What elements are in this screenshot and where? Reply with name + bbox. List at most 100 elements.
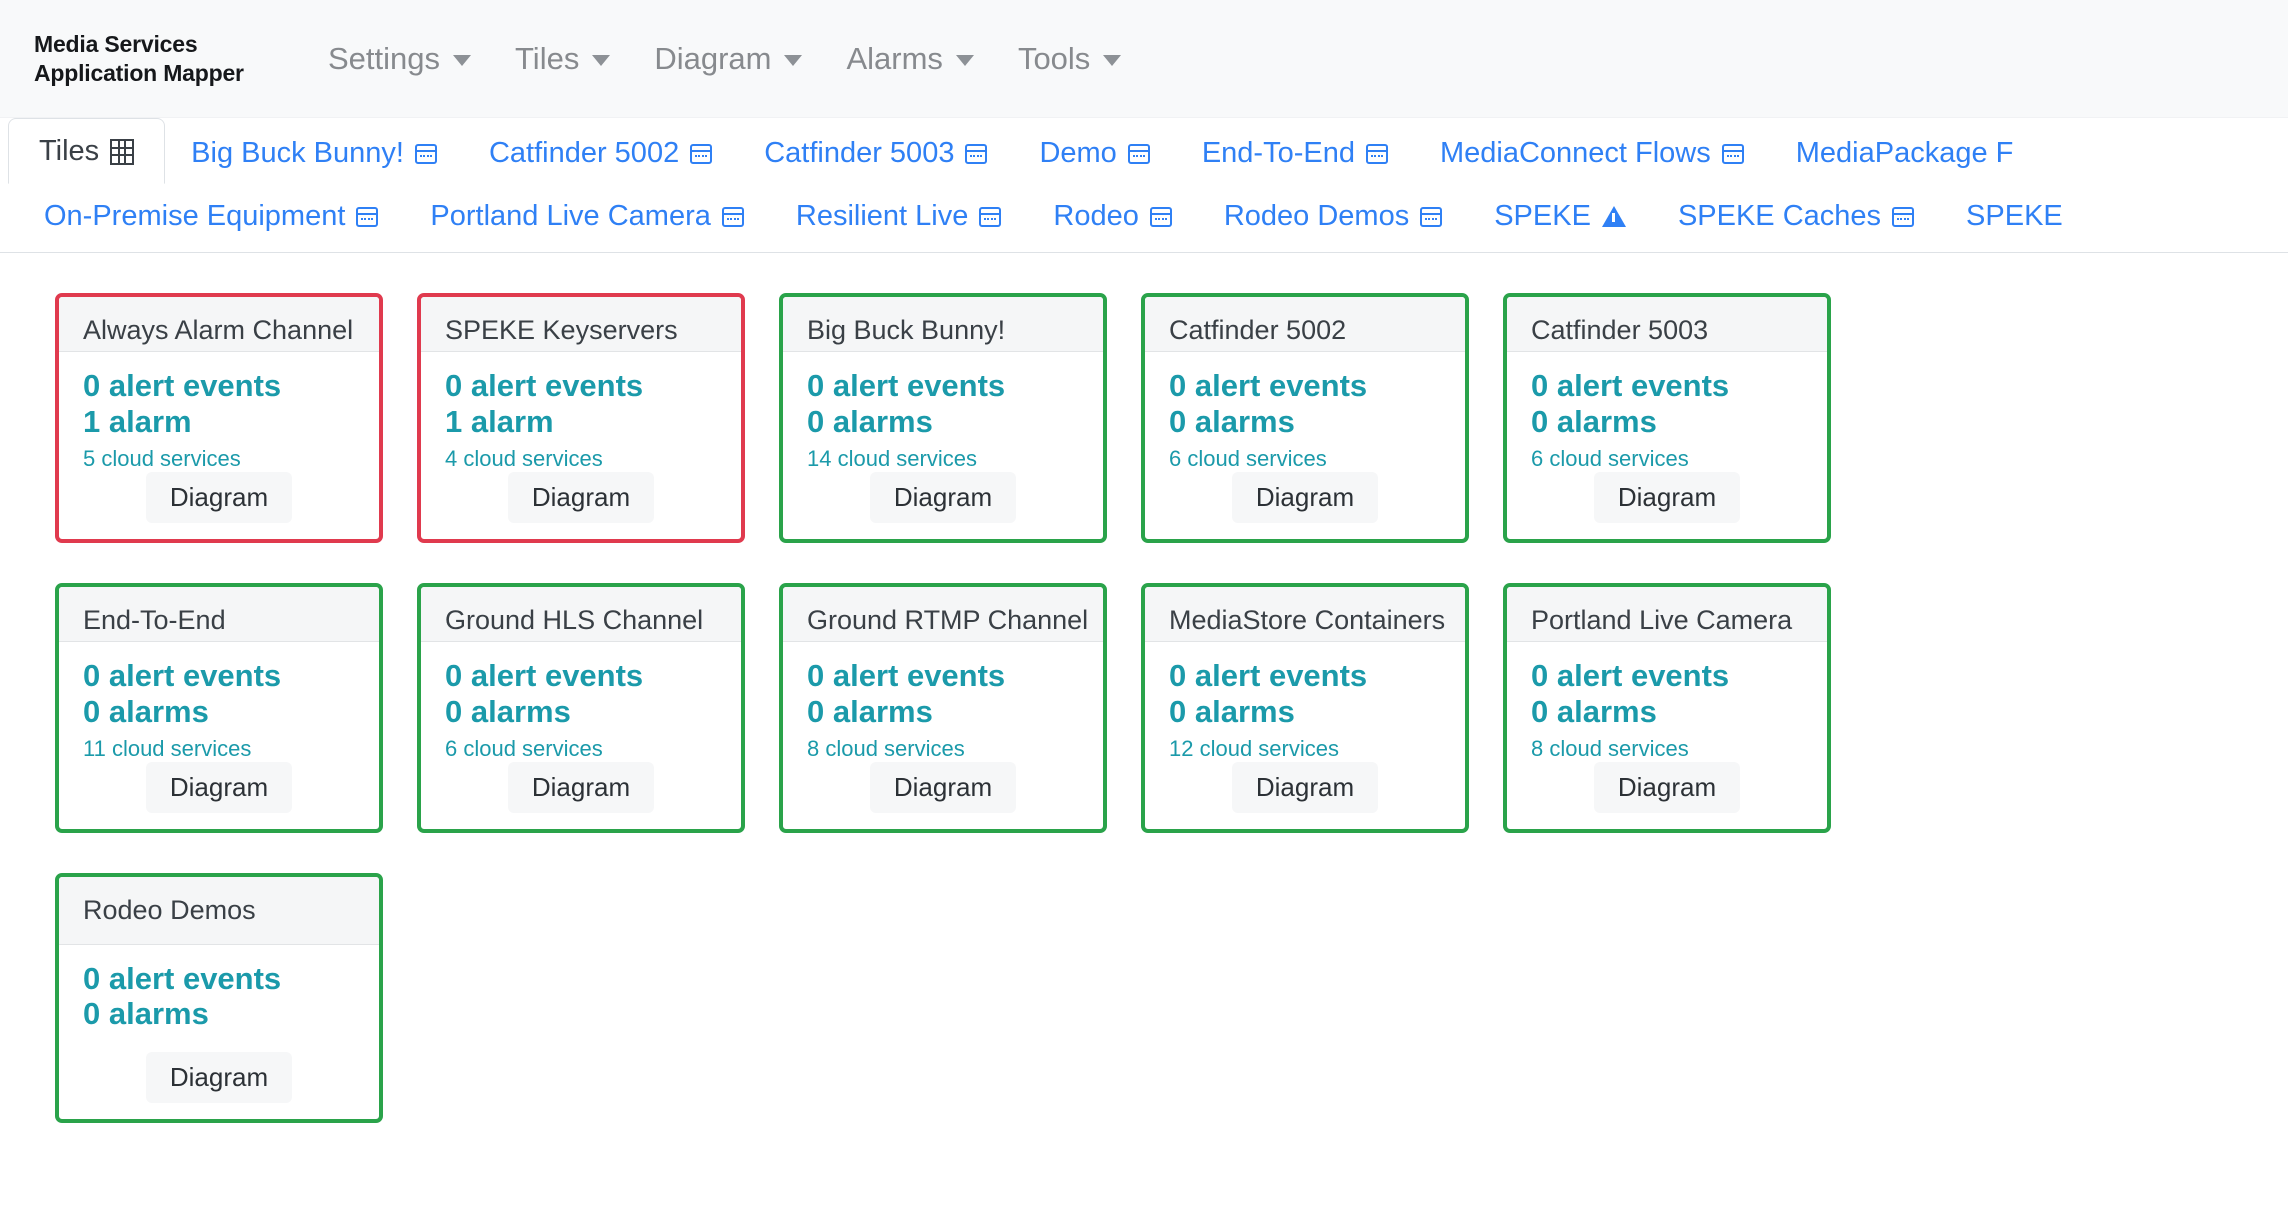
app-brand[interactable]: Media Services Application Mapper bbox=[34, 30, 296, 88]
tab-on-premise-equipment[interactable]: On-Premise Equipment bbox=[18, 187, 404, 246]
diagram-button[interactable]: Diagram bbox=[1593, 762, 1741, 813]
cloud-services-count: 12 cloud services bbox=[1169, 736, 1339, 761]
diagram-button[interactable]: Diagram bbox=[1231, 762, 1379, 813]
diagram-button[interactable]: Diagram bbox=[145, 762, 293, 813]
tab-label: Rodeo Demos bbox=[1223, 200, 1410, 232]
tab-speke-caches[interactable]: SPEKE Caches bbox=[1652, 187, 1940, 246]
diagram-button[interactable]: Diagram bbox=[145, 1052, 293, 1103]
tile-footer: Diagram bbox=[421, 472, 741, 539]
alert-events-count: 0 alert events bbox=[83, 658, 282, 694]
tab-mediapackage-f[interactable]: MediaPackage F bbox=[1770, 124, 2040, 183]
alert-events-count: 0 alert events bbox=[1531, 658, 1730, 694]
tab-tiles[interactable]: Tiles bbox=[8, 118, 166, 184]
tab-catfinder-5003[interactable]: Catfinder 5003 bbox=[738, 124, 1013, 183]
tile-title: Ground HLS Channel bbox=[421, 587, 741, 643]
tile-title: Rodeo Demos bbox=[59, 877, 379, 945]
tab-label: SPEKE bbox=[1494, 200, 1591, 232]
tile-window-icon bbox=[414, 143, 437, 164]
diagram-button[interactable]: Diagram bbox=[507, 762, 655, 813]
tab-speke[interactable]: SPEKE bbox=[1940, 187, 2089, 246]
diagram-button[interactable]: Diagram bbox=[869, 472, 1017, 523]
alarms-count: 0 alarms bbox=[1531, 403, 1657, 439]
cloud-services-count: 14 cloud services bbox=[807, 446, 977, 471]
tile-window-icon bbox=[965, 143, 988, 164]
tab-rodeo-demos[interactable]: Rodeo Demos bbox=[1198, 187, 1468, 246]
nav-menu-tools[interactable]: Tools bbox=[996, 35, 1143, 83]
tab-demo[interactable]: Demo bbox=[1013, 124, 1175, 183]
tile-footer: Diagram bbox=[59, 472, 379, 539]
nav-menu-label: Settings bbox=[328, 40, 441, 76]
nav-menu-alarms[interactable]: Alarms bbox=[824, 35, 995, 83]
tile-title: MediaStore Containers bbox=[1145, 587, 1465, 643]
tile-window-icon bbox=[690, 143, 713, 164]
alarms-count: 0 alarms bbox=[1169, 693, 1295, 729]
alarms-count: 0 alarms bbox=[807, 693, 933, 729]
alarms-count: 1 alarm bbox=[83, 403, 192, 439]
tile-footer: Diagram bbox=[783, 472, 1103, 539]
tile-title: Ground RTMP Channel bbox=[783, 587, 1103, 643]
cloud-services-count: 5 cloud services bbox=[83, 446, 241, 471]
chevron-down-icon bbox=[453, 55, 472, 66]
diagram-button[interactable]: Diagram bbox=[1231, 472, 1379, 523]
tab-big-buck-bunny[interactable]: Big Buck Bunny! bbox=[165, 124, 463, 183]
tile-title: SPEKE Keyservers bbox=[421, 297, 741, 353]
tile-footer: Diagram bbox=[1145, 762, 1465, 829]
tab-label: SPEKE bbox=[1966, 200, 2063, 232]
tile-footer: Diagram bbox=[1507, 472, 1827, 539]
tab-mediaconnect-flows[interactable]: MediaConnect Flows bbox=[1414, 124, 1770, 183]
nav-menu-settings[interactable]: Settings bbox=[306, 35, 493, 83]
chevron-down-icon bbox=[955, 55, 974, 66]
diagram-button[interactable]: Diagram bbox=[869, 762, 1017, 813]
tab-label: MediaConnect Flows bbox=[1439, 137, 1711, 169]
alert-events-count: 0 alert events bbox=[807, 368, 1006, 404]
alert-events-count: 0 alert events bbox=[445, 368, 644, 404]
tab-catfinder-5002[interactable]: Catfinder 5002 bbox=[463, 124, 738, 183]
tab-speke[interactable]: SPEKE bbox=[1468, 187, 1652, 246]
tile-footer: Diagram bbox=[59, 1052, 379, 1119]
diagram-button[interactable]: Diagram bbox=[145, 472, 293, 523]
tab-resilient-live[interactable]: Resilient Live bbox=[770, 187, 1027, 246]
tab-rodeo[interactable]: Rodeo bbox=[1027, 187, 1197, 246]
tab-end-to-end[interactable]: End-To-End bbox=[1176, 124, 1414, 183]
tile-window-icon bbox=[1365, 143, 1388, 164]
chevron-down-icon bbox=[784, 55, 803, 66]
alarms-count: 0 alarms bbox=[83, 693, 209, 729]
nav-menu-diagram[interactable]: Diagram bbox=[632, 35, 824, 83]
nav-menu-tiles[interactable]: Tiles bbox=[493, 35, 632, 83]
cloud-services-count: 8 cloud services bbox=[807, 736, 965, 761]
tile-window-icon bbox=[1892, 206, 1915, 227]
tile-window-icon bbox=[1420, 206, 1443, 227]
tile-footer: Diagram bbox=[421, 762, 741, 829]
diagram-button[interactable]: Diagram bbox=[507, 472, 655, 523]
tile-footer: Diagram bbox=[59, 762, 379, 829]
nav-menu-label: Tools bbox=[1017, 40, 1091, 76]
tab-portland-live-camera[interactable]: Portland Live Camera bbox=[404, 187, 769, 246]
tile-window-icon bbox=[721, 206, 744, 227]
diagram-button[interactable]: Diagram bbox=[1593, 472, 1741, 523]
